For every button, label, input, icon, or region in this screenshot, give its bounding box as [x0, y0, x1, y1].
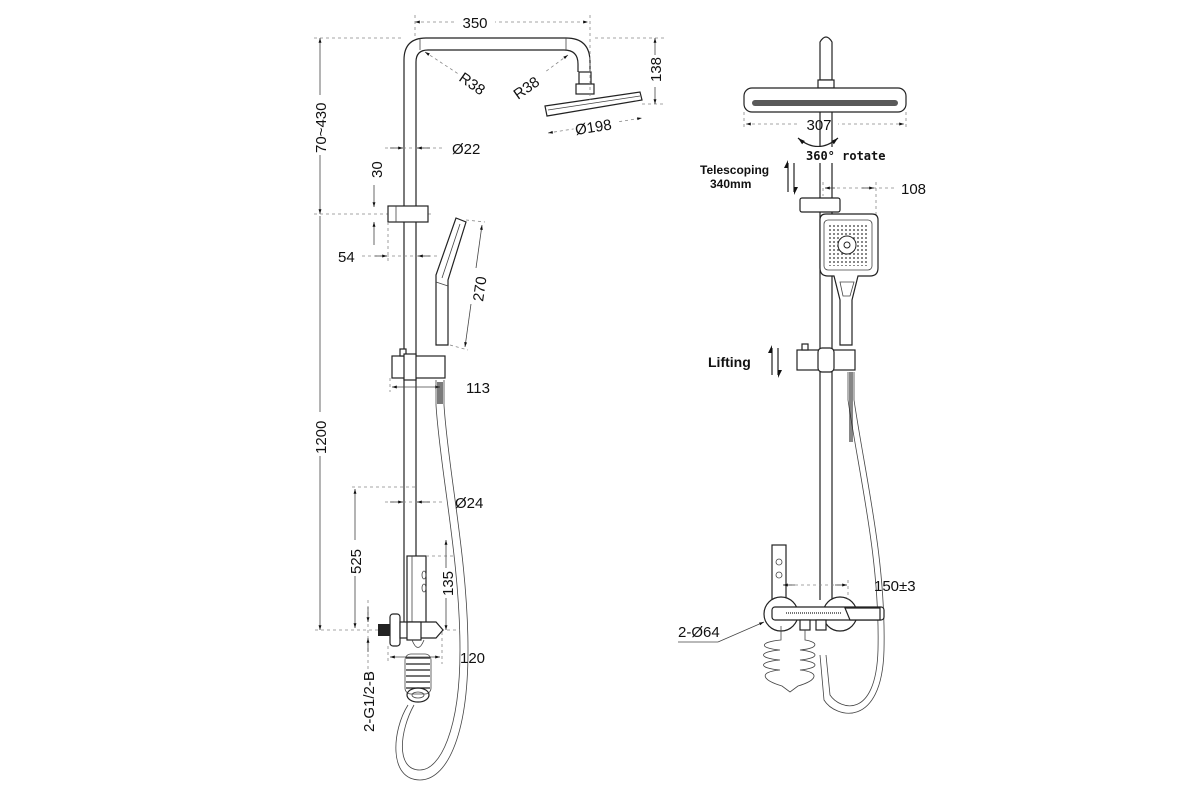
shower-hose — [401, 380, 461, 771]
dim-spout-depth: 120 — [460, 650, 485, 667]
sliding-bracket-front — [799, 197, 841, 213]
label-360-rotate: 360° rotate — [806, 149, 885, 163]
dim-radius-left: R38 — [456, 69, 488, 99]
dim-centers: 150±3 — [874, 578, 916, 595]
dim-pipe-diameter-bottom: Ø24 — [455, 495, 483, 512]
dim-hand-shower-length: 270 — [470, 275, 490, 302]
dim-inlet-thread: 2-G1/2-B — [361, 671, 378, 732]
dim-radius-right: R38 — [511, 74, 543, 104]
right-front-view: 307 360° rotate Telescoping 340mm 108 — [678, 36, 926, 714]
dim-head-drop: 138 — [648, 57, 665, 82]
dim-valve-body: 135 — [440, 571, 457, 596]
label-lifting: Lifting — [708, 354, 751, 370]
hand-shower-front — [819, 213, 879, 346]
dim-valve-height: 525 — [348, 549, 365, 574]
dim-pipe-diameter-top: Ø22 — [452, 141, 480, 158]
sliding-bracket — [387, 205, 429, 223]
spray-gun-holder — [771, 544, 787, 606]
dim-bracket-height: 30 — [369, 161, 386, 178]
dim-bracket-offset: 54 — [338, 249, 355, 266]
escutcheon — [389, 613, 401, 647]
dim-adjust-range: 70~430 — [313, 103, 330, 153]
dim-head-diameter: Ø198 — [574, 116, 613, 139]
up-down-arrows-icon — [784, 160, 798, 195]
riser-pipe — [403, 37, 591, 630]
inlet-connector — [378, 624, 390, 636]
dim-head-width: 307 — [806, 117, 831, 134]
left-side-view: 350 R38 R38 138 Ø198 70~430 Ø22 30 — [312, 12, 665, 781]
coiled-spray-hose — [404, 653, 432, 703]
dim-escutcheon: 2-Ø64 — [678, 624, 720, 641]
overhead-shower-head — [544, 91, 643, 117]
mixer-valve-body — [406, 555, 427, 625]
lifting-arrows-icon — [768, 345, 782, 378]
hand-shower-holder — [391, 355, 446, 379]
label-telescoping-distance: 340mm — [710, 177, 751, 191]
dim-hand-offset: 108 — [901, 181, 926, 198]
dim-holder-depth: 113 — [466, 380, 490, 397]
hand-shower — [435, 217, 467, 346]
dim-arm-width: 350 — [462, 15, 487, 32]
head-connector — [578, 71, 592, 85]
coiled-spray-hose-front — [763, 626, 816, 693]
rotate-arrow-icon — [797, 137, 839, 148]
label-telescoping: Telescoping — [700, 163, 769, 177]
dim-total-height: 1200 — [313, 421, 330, 454]
